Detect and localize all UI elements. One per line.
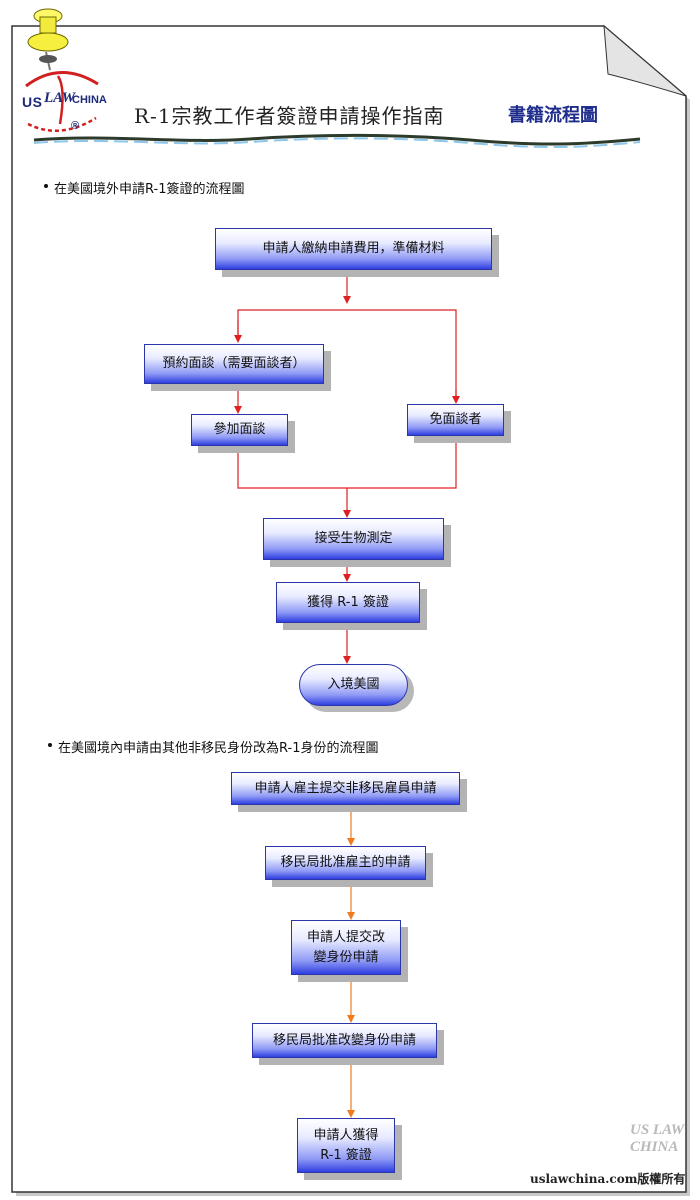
logo-law: LAW bbox=[44, 90, 76, 106]
page-title: R-1宗教工作者簽證申請操作指南 bbox=[134, 104, 445, 128]
flow-step-biometrics: 接受生物測定 bbox=[263, 518, 444, 560]
paper-fold bbox=[603, 24, 687, 97]
flow-step-text-line: 申請人獲得 bbox=[313, 1127, 379, 1143]
logo-china: CHINA bbox=[72, 94, 107, 106]
flow-step-uscis-approve-petition: 移民局批准雇主的申請 bbox=[265, 846, 426, 880]
flow-step-text-line: 變身份申請 bbox=[313, 949, 379, 965]
push-pin-icon bbox=[27, 8, 69, 71]
bullet-icon bbox=[44, 184, 48, 188]
section-two-heading: 在美國境內申請由其他非移民身份改為R-1身份的流程圖 bbox=[58, 741, 379, 756]
flow-step-schedule-interview: 預約面談（需要面談者） bbox=[144, 344, 324, 384]
footer-copyright: uslawchina.com版權所有 bbox=[530, 1172, 686, 1186]
flow-step-text-line: 申請人提交改 bbox=[306, 929, 385, 945]
flow-step-text-line: R-1 簽證 bbox=[320, 1147, 372, 1163]
flow-step-obtain-visa: 獲得 R-1 簽證 bbox=[276, 582, 420, 623]
flow-step-interview-exempt: 免面談者 bbox=[407, 404, 504, 436]
header-divider bbox=[33, 133, 641, 149]
logo-us: US bbox=[22, 94, 43, 110]
flow-step-applicant-submit-change: 申請人提交改 變身份申請 bbox=[291, 920, 401, 975]
flow-step-attend-interview: 參加面談 bbox=[191, 414, 288, 446]
flow-step-pay-fees: 申請人繳納申請費用，準備材料 bbox=[215, 228, 492, 270]
flow-step-applicant-obtain-visa: 申請人獲得 R-1 簽證 bbox=[297, 1118, 395, 1173]
bullet-icon bbox=[48, 743, 52, 747]
flow-step-employer-petition: 申請人雇主提交非移民雇員申請 bbox=[231, 772, 460, 805]
logo-swoosh-icon bbox=[25, 71, 99, 132]
flow-step-enter-us: 入境美國 bbox=[299, 664, 408, 706]
section-one-heading: 在美國境外申請R-1簽證的流程圖 bbox=[54, 182, 245, 197]
section-one-connectors bbox=[234, 270, 460, 664]
footer-watermark-logo: US LAW CHINA bbox=[630, 1122, 684, 1155]
page-subtitle: 書籍流程圖 bbox=[508, 105, 598, 126]
logo-registered-mark: ® bbox=[71, 120, 80, 132]
flow-step-uscis-approve-change: 移民局批准改變身份申請 bbox=[252, 1023, 437, 1058]
